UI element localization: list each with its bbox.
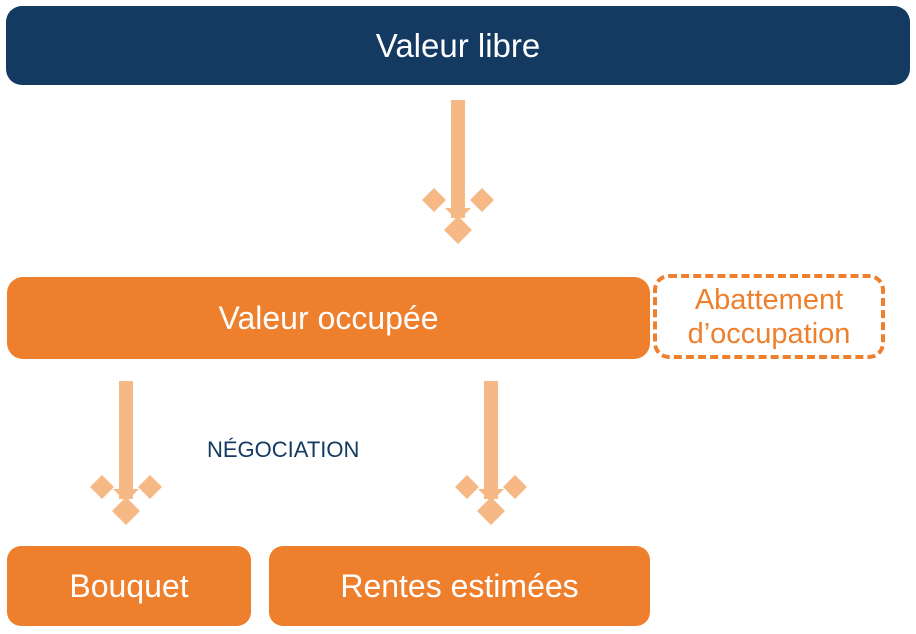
valeur-libre-box: Valeur libre: [6, 6, 910, 85]
abattement-occupation-box: Abattement d’occupation: [653, 274, 885, 359]
abattement-label-line2: d’occupation: [687, 317, 851, 350]
arrow-down-icon: [90, 381, 162, 525]
abattement-label-line1: Abattement: [694, 283, 844, 316]
rentes-estimees-box: Rentes estimées: [269, 546, 650, 626]
rentes-estimees-label: Rentes estimées: [340, 567, 579, 604]
arrow-down-icon: [455, 381, 527, 525]
arrow-down-icon: [422, 100, 494, 244]
valeur-occupee-box: Valeur occupée: [7, 277, 650, 359]
bouquet-label: Bouquet: [69, 567, 189, 604]
valeur-libre-label: Valeur libre: [375, 26, 541, 64]
valeur-occupee-label: Valeur occupée: [218, 299, 439, 336]
bouquet-box: Bouquet: [7, 546, 251, 626]
negociation-label: NÉGOCIATION: [207, 437, 360, 462]
